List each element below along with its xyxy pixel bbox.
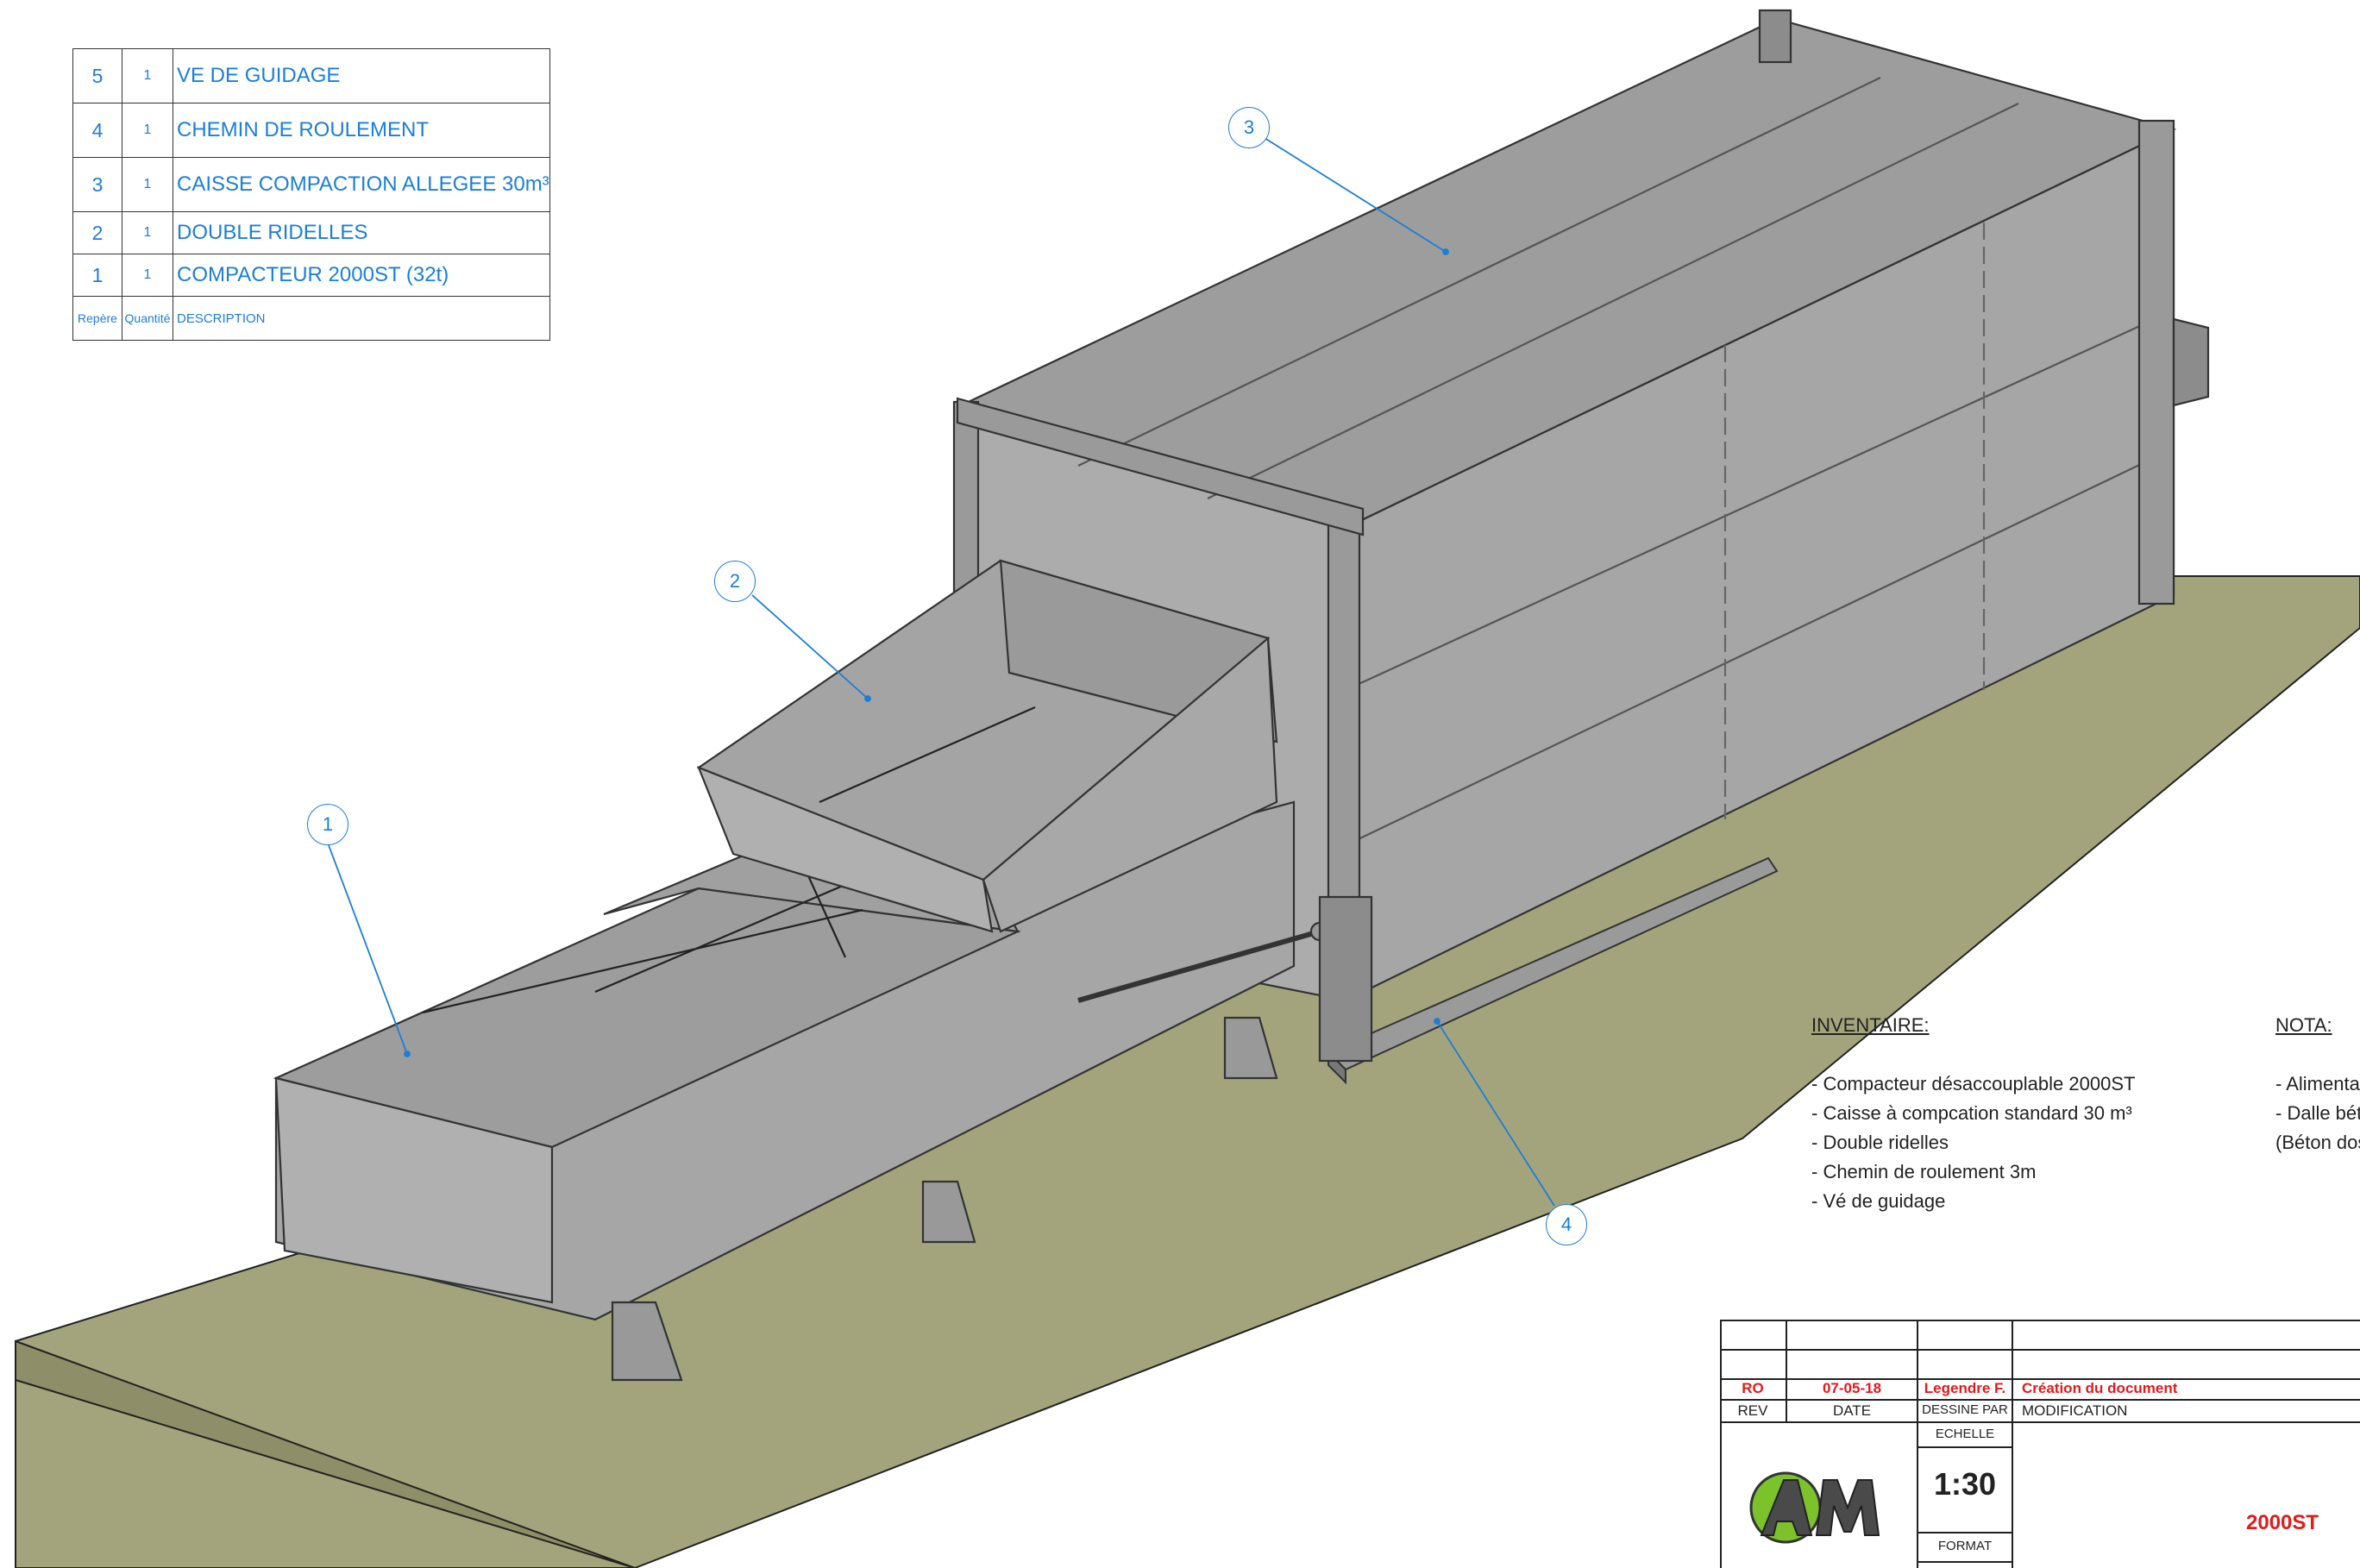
date-header: DATE: [1832, 1402, 1872, 1419]
inventaire-list: - Compacteur désaccouplable 2000ST - Cai…: [1811, 1069, 2135, 1216]
drawn-by-value: Legendre F.: [1924, 1380, 2006, 1396]
title-block: RO 07-05-18 Legendre F. Création du docu…: [1720, 1320, 2360, 1568]
header-description: DESCRIPTION: [173, 296, 550, 341]
list-item: - Alimenta: [2275, 1073, 2360, 1094]
part-repere: 1: [72, 254, 122, 297]
modification-value: Création du document: [2022, 1380, 2178, 1396]
part-quantite: 1: [122, 254, 173, 297]
modification-header: MODIFICATION: [2022, 1402, 2128, 1419]
rev-header: REV: [1737, 1402, 1768, 1419]
table-row: 4 1 CHEMIN DE ROULEMENT: [72, 103, 550, 158]
list-item: - Dalle bét: [2275, 1102, 2360, 1124]
part-quantite: 1: [122, 48, 173, 103]
list-item: - Caisse à compcation standard 30 m³: [1811, 1102, 2132, 1124]
list-item: - Vé de guidage: [1811, 1190, 1946, 1212]
drawn-by-header: DESSINE PAR: [1922, 1402, 2008, 1417]
part-repere: 5: [72, 48, 122, 103]
part-description: CAISSE COMPACTION ALLEGEE 30m³: [173, 157, 550, 212]
part-description: CHEMIN DE ROULEMENT: [173, 103, 550, 158]
part-repere: 2: [72, 211, 122, 254]
table-row: 2 1 DOUBLE RIDELLES: [72, 211, 550, 254]
list-item: - Chemin de roulement 3m: [1811, 1161, 2037, 1182]
inventaire-title: INVENTAIRE:: [1811, 1014, 1930, 1036]
part-quantite: 1: [122, 211, 173, 254]
header-repere: Repère: [72, 296, 122, 341]
table-header-row: Repère Quantité DESCRIPTION: [72, 296, 550, 341]
format-label: FORMAT: [1937, 1539, 1993, 1553]
rev-value: RO: [1742, 1380, 1764, 1396]
part-description: DOUBLE RIDELLES: [173, 211, 550, 254]
callout-balloon-3: 3: [1228, 107, 1270, 148]
reference-value: 2000ST: [2246, 1511, 2319, 1534]
list-item: - Double ridelles: [1811, 1132, 1949, 1153]
company-logo: [1742, 1465, 1898, 1547]
compactor: [273, 559, 1373, 1382]
date-value: 07-05-18: [1822, 1380, 1882, 1396]
table-row: 5 1 VE DE GUIDAGE: [72, 48, 550, 103]
am-logo-icon: [1749, 1471, 1880, 1544]
table-row: 3 1 CAISSE COMPACTION ALLEGEE 30m³: [72, 157, 550, 212]
scale-value: 1:30: [1933, 1466, 1997, 1502]
list-item: - Compacteur désaccouplable 2000ST: [1811, 1073, 2136, 1094]
callout-balloon-2: 2: [714, 561, 756, 602]
nota-title: NOTA:: [2275, 1014, 2332, 1036]
part-description: VE DE GUIDAGE: [173, 48, 550, 103]
callout-balloon-1: 1: [307, 804, 348, 845]
part-quantite: 1: [122, 103, 173, 158]
header-quantite: Quantité: [122, 296, 173, 341]
nota-list: - Alimenta - Dalle bét (Béton dos: [2275, 1069, 2360, 1157]
part-quantite: 1: [122, 157, 173, 212]
part-repere: 3: [72, 157, 122, 212]
table-row: 1 1 COMPACTEUR 2000ST (32t): [72, 254, 550, 297]
scale-label: ECHELLE: [1935, 1427, 1995, 1441]
callout-balloon-4: 4: [1546, 1204, 1587, 1245]
part-repere: 4: [72, 103, 122, 158]
parts-list-table: 5 1 VE DE GUIDAGE 4 1 CHEMIN DE ROULEMEN…: [72, 48, 550, 341]
leader-lines: [328, 137, 1555, 1207]
part-description: COMPACTEUR 2000ST (32t): [173, 254, 550, 297]
list-item: (Béton dos: [2275, 1132, 2360, 1153]
